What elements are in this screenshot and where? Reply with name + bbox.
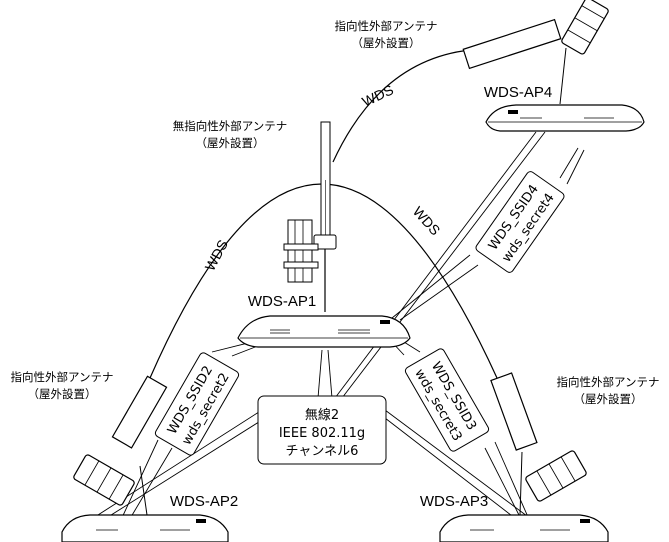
ap3-antenna-label: 指向性外部アンテナ: [556, 375, 659, 389]
ap4-antenna-location: （屋外設置）: [352, 36, 421, 50]
ap1-label: WDS-AP1: [248, 293, 316, 310]
callout-ap4: WDS_SSID4 wds_secret4: [475, 171, 565, 273]
wds-link-ap1-ap4: [332, 49, 471, 163]
wds-label-ap2: WDS: [202, 237, 231, 273]
device-ap1: WDS-AP1: [237, 293, 411, 348]
ap3-label: WDS-AP3: [420, 493, 488, 510]
ap3-antenna-location: （屋外設置）: [574, 392, 643, 406]
device-ap2: WDS-AP2: [61, 493, 238, 542]
ap4-label: WDS-AP4: [484, 84, 552, 101]
ap2-label: WDS-AP2: [170, 493, 238, 510]
directional-antenna-ap3: [490, 372, 587, 516]
directional-antenna-ap4: [462, 0, 609, 105]
radio-standard: IEEE 802.11g: [279, 426, 365, 441]
wds-label-ap3: WDS: [410, 203, 444, 238]
callout-ap2: WDS_SSID2 wds_secret2: [154, 352, 240, 456]
callout-radio: 無線2 IEEE 802.11g チャンネル6: [257, 395, 387, 465]
device-ap4: WDS-AP4: [484, 84, 645, 132]
directional-antenna-ap2: [73, 375, 168, 516]
ap2-antenna-location: （屋外設置）: [28, 387, 97, 401]
wds-label-ap4: WDS: [360, 81, 396, 109]
ap2-antenna-label: 指向性外部アンテナ: [10, 370, 113, 384]
callout-ap3: WDS_SSID3 wds_secret3: [404, 348, 490, 452]
radio-band: 無線2: [305, 407, 339, 423]
ap1-antenna-label: 無指向性外部アンテナ: [173, 119, 288, 133]
ap4-antenna-label: 指向性外部アンテナ: [334, 19, 437, 33]
ap1-antenna-location: （屋外設置）: [196, 136, 265, 150]
omni-antenna-ap1: [283, 121, 337, 312]
radio-channel: チャンネル6: [286, 444, 359, 459]
device-ap3: WDS-AP3: [420, 493, 609, 542]
